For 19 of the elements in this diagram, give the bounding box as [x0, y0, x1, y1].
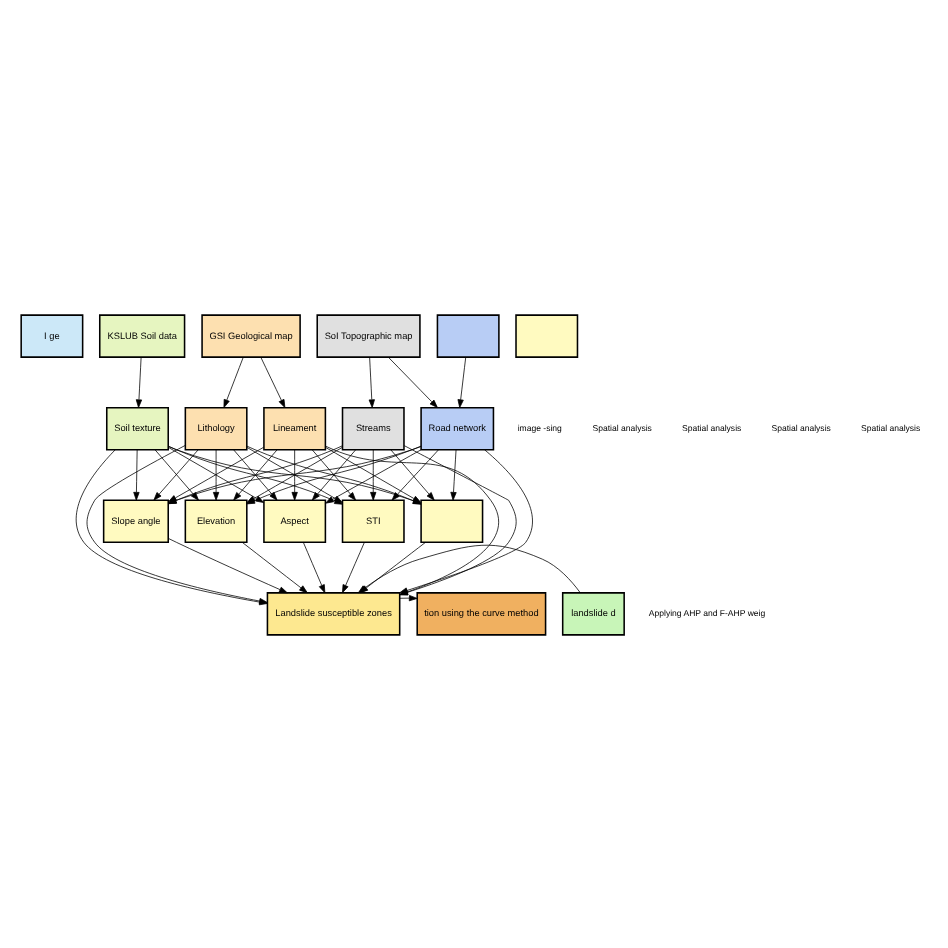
arrow: [342, 541, 365, 593]
arrow: [167, 537, 288, 593]
arrow: [135, 355, 143, 407]
arrow: [212, 448, 220, 500]
node-box: [436, 313, 500, 357]
arrow: [223, 355, 244, 407]
arrow: [388, 355, 438, 407]
arrow: [368, 355, 375, 407]
arrow: [242, 541, 308, 593]
arrow: [399, 594, 418, 601]
node-box: [515, 313, 579, 357]
arrow: [260, 355, 286, 407]
arrow: [450, 448, 457, 500]
node-box: [420, 498, 484, 543]
arrow: [370, 448, 377, 500]
arrow: [133, 448, 140, 500]
arrow: [291, 448, 298, 500]
arrow: [457, 355, 467, 407]
arrow: [303, 541, 326, 593]
